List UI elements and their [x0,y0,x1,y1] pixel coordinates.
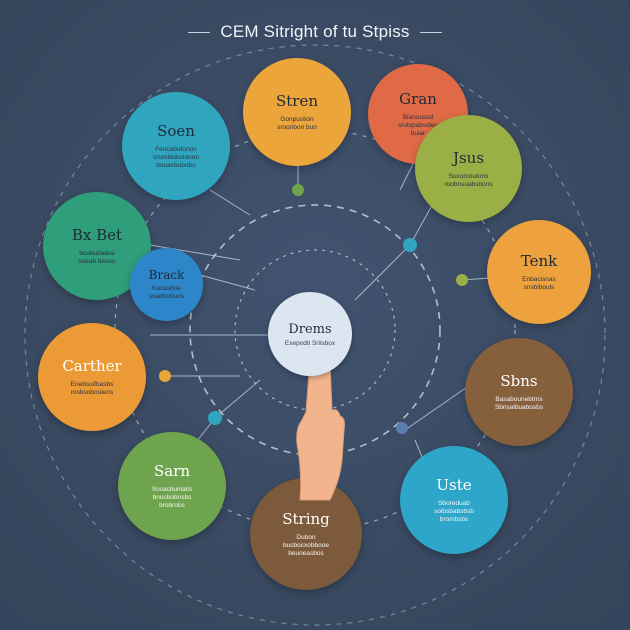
node-text: Basabounebtrns Sbnsalbuabosbs [494,396,544,411]
node-text: Enebsuifbasbs rosbsobouiens [70,381,114,396]
node-title: Jsus [452,148,485,167]
center-node[interactable]: Drems Exepodit Sriisbox [268,292,352,376]
junction-dot [208,411,222,425]
node-title: Soen [157,122,195,140]
link-jsus [409,199,436,246]
page-title: CEM Sitright of tu Stpiss [220,22,410,41]
junction-dot [403,238,417,252]
node-title: Tenk [520,252,558,270]
link-brack [199,274,256,291]
node-text: Bianoustal srutspabsdles buiar [397,114,439,137]
node-text: Dubon busbocxobbooe beuneasbos [283,534,329,557]
node-title: Sbns [500,372,538,390]
node-brack[interactable]: Brack Kacasbrie soadbobuos [130,248,203,321]
node-title: Bx Bet [71,226,123,244]
junction-dot [159,370,171,382]
link-soen [209,189,251,216]
node-stren[interactable]: Stren Gonpustion sroonbon bun [243,58,351,166]
node-string[interactable]: String Dubon busbocxobbooe beuneasbos [250,478,362,590]
node-title: String [282,510,330,528]
node-uste[interactable]: Uste Sboreduab soibsbabsbsb brombsbs [400,446,508,554]
link-jsus-center [354,244,411,301]
title-rule-right [419,31,442,33]
node-tenk[interactable]: Tenk Enbacisnas snsbibouls [487,220,591,324]
outer-dashed-ring [24,44,606,626]
title-row: CEM Sitright of tu Stpiss [0,18,630,46]
center-subtitle: Exepodit Sriisbox [284,339,336,347]
node-carther[interactable]: Carther Enebsuifbasbs rosbsobouiens [38,323,146,431]
junction-dot [292,184,304,196]
node-title: Carther [62,357,122,375]
junction-dots [159,184,468,434]
node-text: Suxomoutons roobnsuabsbons [444,172,493,188]
link-sbns [404,384,471,431]
node-text: Kacasbrie soadbobuos [148,285,185,300]
junction-dot [396,422,408,434]
node-soen[interactable]: Soen Fencebotorion srumblobslonon bouacb… [122,92,230,200]
node-title: Brack [148,268,185,282]
node-text: Sboreduab soibsbabsbsb brombsbs [434,500,474,523]
node-title: Uste [436,476,472,494]
center-title: Drems [288,321,332,337]
title-rule-left [188,31,211,33]
node-sarn[interactable]: Sarn Sosacbuinatis bnucbobnsbs brobrobs [118,432,226,540]
link-bx-bet [149,244,241,261]
node-title: Gran [399,90,437,108]
node-title: Stren [275,92,318,110]
node-text: Fencebotorion srumblobslonon bouacbubobu [153,146,199,169]
node-title: Sarn [153,462,191,480]
junction-dot [456,274,468,286]
node-text: Sosacbuinatis bnucbobnsbs brobrobs [151,486,193,509]
node-text: boabubatesi soeab besou [78,250,116,265]
link-sarn-center [214,379,261,419]
node-text: Gonpustion sroonbon bun [277,116,317,131]
node-sbns[interactable]: Sbns Basabounebtrns Sbnsalbuabosbs [465,338,573,446]
node-text: Enbacisnas snsbibouls [522,276,556,291]
core-dashed-ring [234,249,396,411]
node-jsus[interactable]: Jsus Suxomoutons roobnsuabsbons [415,115,522,222]
